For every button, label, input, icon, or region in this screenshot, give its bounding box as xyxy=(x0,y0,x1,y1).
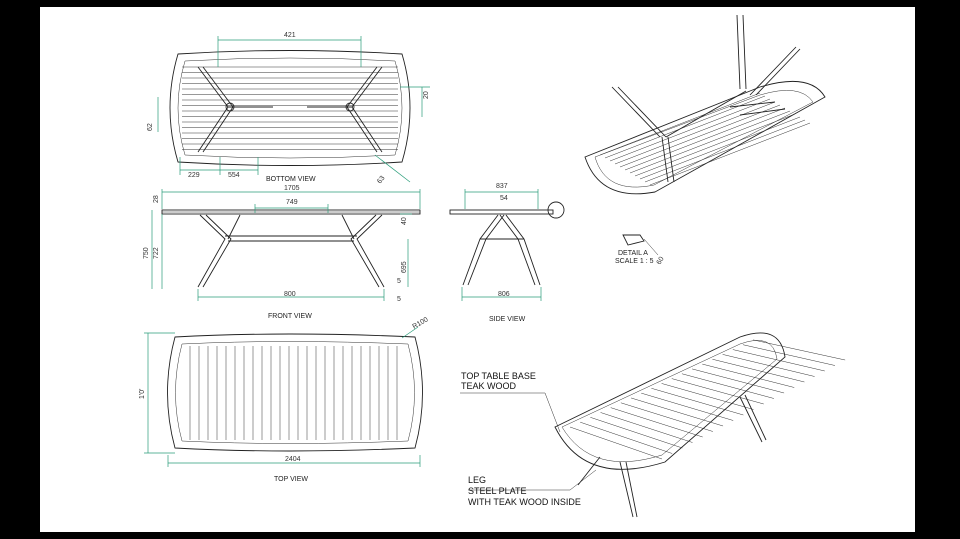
note-top-line2: TEAK WOOD xyxy=(461,381,517,391)
iso-view-top: TOP TABLE BASE TEAK WOOD LEG STEEL PLATE… xyxy=(460,332,846,518)
bottom-view: 421 229 554 62 20 63 BOTTOM VIEW xyxy=(147,32,430,185)
dim-bottom-right: 20 xyxy=(423,91,430,99)
dim-front-inner: 749 xyxy=(286,199,298,206)
dim-side-top: 837 xyxy=(496,183,508,190)
slat-line xyxy=(580,421,673,454)
iso-top-slats xyxy=(569,339,846,460)
top-slats xyxy=(189,346,398,440)
iso-underside-slats xyxy=(599,92,811,186)
slat-line xyxy=(569,426,663,460)
note-leg-line3: WITH TEAK WOOD INSIDE xyxy=(468,497,581,507)
technical-drawing: 421 229 554 62 20 63 BOTTOM VIEW 1705 74… xyxy=(139,14,846,518)
note-leg-line1: LEG xyxy=(468,475,486,485)
top-view-label: TOP VIEW xyxy=(274,476,308,483)
slat-line xyxy=(712,358,805,383)
dim-bottom-width: 421 xyxy=(284,32,296,39)
note-leg-line2: STEEL PLATE xyxy=(468,486,527,496)
dim-bottom-angle: 63 xyxy=(376,175,386,186)
dim-top-radius: R100 xyxy=(412,316,430,330)
slat-line xyxy=(630,397,724,427)
dim-bottom-side: 62 xyxy=(147,123,154,131)
slat-line xyxy=(649,122,811,186)
slat-line xyxy=(634,113,796,177)
slat-line xyxy=(722,354,815,377)
slat-line xyxy=(671,378,764,405)
dim-detail-angle: 60 xyxy=(656,256,666,266)
iso-view-underside xyxy=(584,14,826,195)
slat-line xyxy=(610,407,703,438)
bottom-view-label: BOTTOM VIEW xyxy=(266,176,316,183)
slat-line xyxy=(702,363,795,388)
drawing-sheet: 421 229 554 62 20 63 BOTTOM VIEW 1705 74… xyxy=(40,7,915,532)
slat-line xyxy=(651,388,744,416)
top-view: 1'0' 2404 R100 TOP VIEW xyxy=(139,316,430,483)
side-view-label: SIDE VIEW xyxy=(489,316,526,323)
detail-a-label: DETAIL A xyxy=(618,250,648,257)
slat-line xyxy=(732,349,825,372)
slat-line xyxy=(629,110,791,174)
dim-bottom-mid: 554 xyxy=(228,172,240,179)
side-view: 837 54 806 SIDE VIEW xyxy=(449,183,565,323)
dim-top-width: 2404 xyxy=(285,456,301,463)
slat-line xyxy=(639,116,801,180)
dim-top-height: 1'0' xyxy=(139,389,146,399)
dim-front-h28: 28 xyxy=(153,195,160,203)
note-top-line1: TOP TABLE BASE xyxy=(461,371,536,381)
detail-a: 60 DETAIL A SCALE 1 : 5 xyxy=(615,234,666,266)
slat-line xyxy=(644,119,806,183)
dim-front-top: 1705 xyxy=(284,185,300,192)
dim-front-r695: 695 xyxy=(401,261,408,273)
dim-front-r5a: 5 xyxy=(397,278,401,285)
slat-line xyxy=(742,344,836,366)
slat-line xyxy=(692,368,785,394)
detail-a-scale: SCALE 1 : 5 xyxy=(615,258,654,265)
dim-front-h750: 750 xyxy=(143,247,150,259)
dim-front-bottom: 800 xyxy=(284,291,296,298)
dim-side-inner: 54 xyxy=(500,195,508,202)
slat-line xyxy=(620,402,713,432)
dim-front-h722: 722 xyxy=(153,247,160,259)
dim-front-r5b: 5 xyxy=(397,296,401,303)
bottom-slats xyxy=(182,66,398,150)
slat-line xyxy=(619,104,781,168)
slat-line xyxy=(600,412,693,443)
slat-line xyxy=(641,392,734,421)
dim-side-bottom: 806 xyxy=(498,291,510,298)
slat-line xyxy=(614,101,776,165)
slat-line xyxy=(681,373,774,399)
dim-front-r40: 40 xyxy=(401,217,408,225)
slat-line xyxy=(753,339,846,361)
front-view: 1705 749 28 750 722 40 695 5 5 800 FRONT… xyxy=(143,185,421,320)
front-view-label: FRONT VIEW xyxy=(268,313,312,320)
dim-bottom-left: 229 xyxy=(188,172,200,179)
slat-line xyxy=(661,383,754,410)
slat-line xyxy=(599,92,761,156)
slat-line xyxy=(590,417,683,449)
slat-line xyxy=(609,98,771,162)
slat-line xyxy=(624,107,786,171)
